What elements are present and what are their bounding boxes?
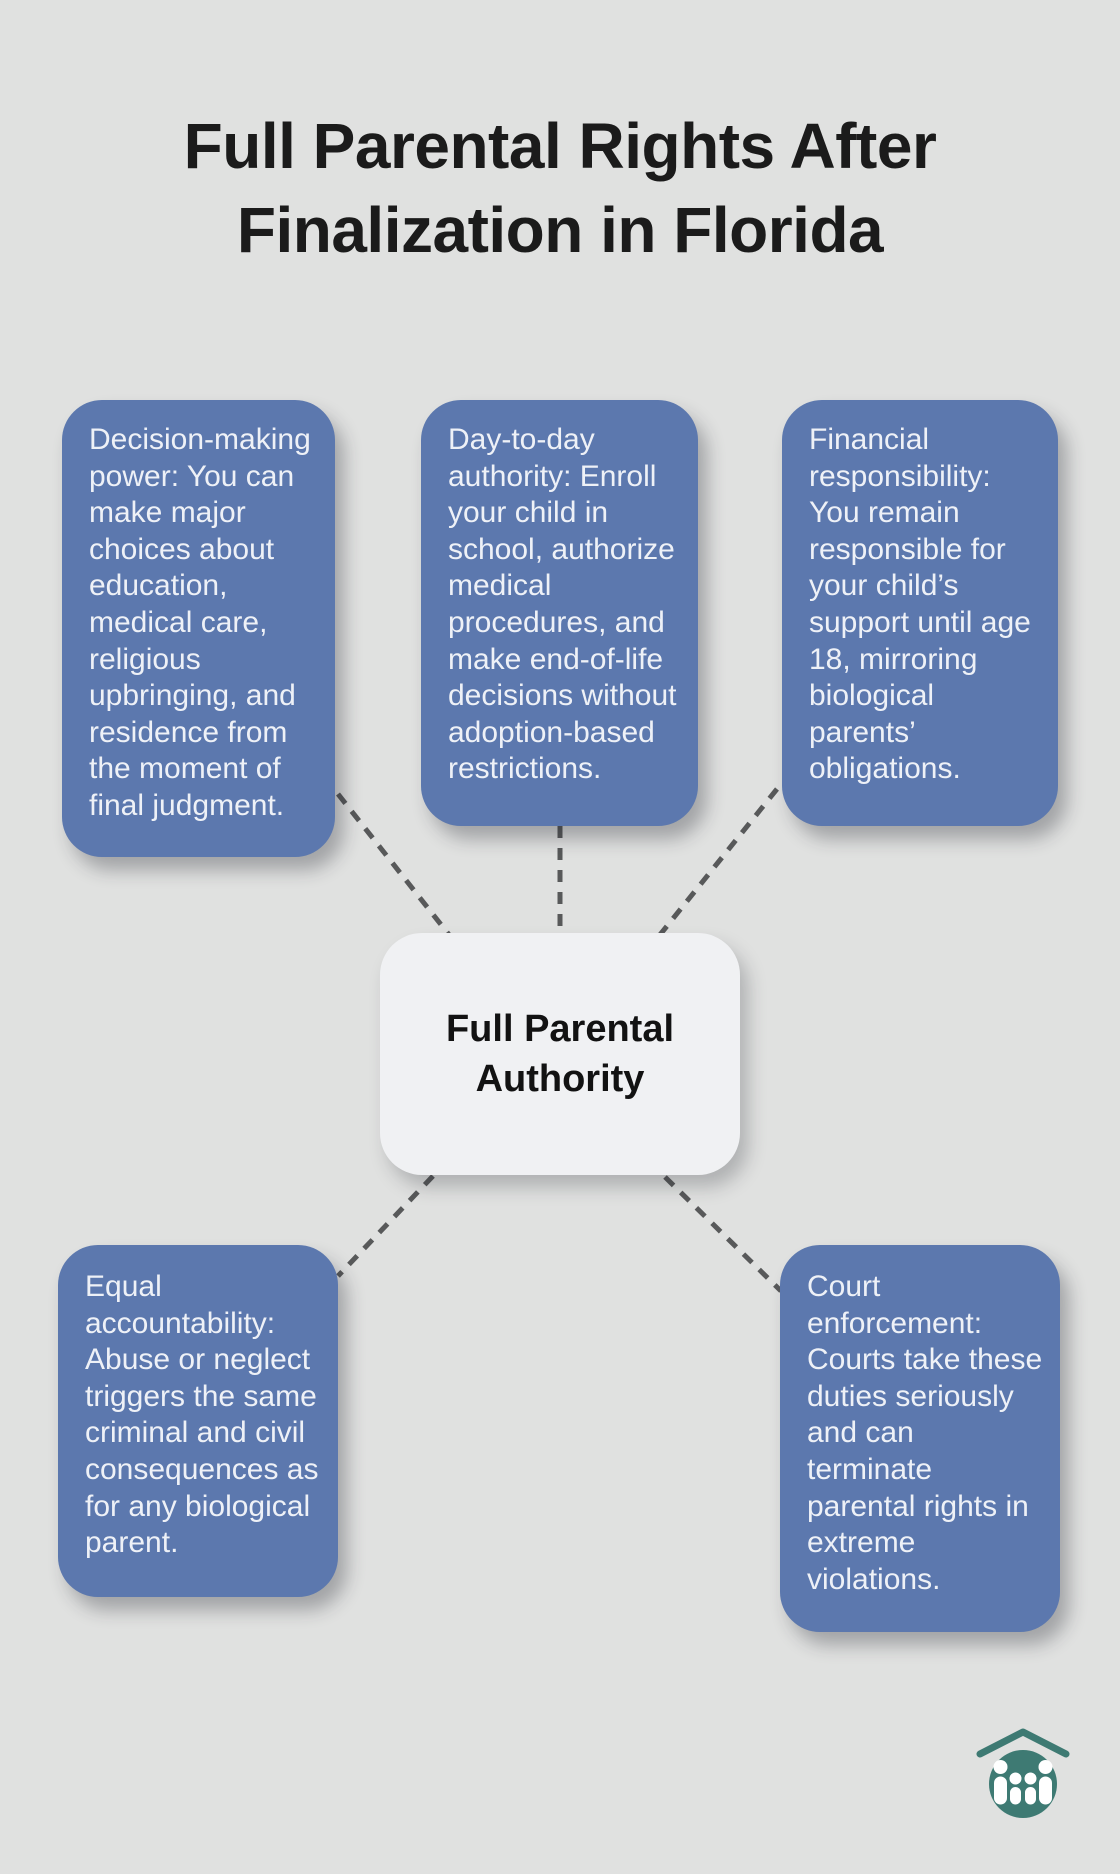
connector-hub-to-court-enforcement bbox=[663, 1175, 783, 1293]
spoke-card-financial: Financial responsibility: You remain res… bbox=[782, 400, 1058, 826]
logo-roof-icon bbox=[976, 1728, 1070, 1758]
main-title-line1: Full Parental Rights After bbox=[183, 110, 937, 182]
hub-card: Full Parental Authority bbox=[380, 933, 740, 1175]
family-home-logo bbox=[976, 1728, 1070, 1818]
spoke-text-day-to-day: Day-to-day authority: Enroll your child … bbox=[448, 423, 677, 786]
connector-hub-to-equal-accountability bbox=[336, 1174, 435, 1278]
spoke-card-court-enforcement: Court enforcement: Courts take these dut… bbox=[780, 1245, 1060, 1632]
hub-title-line2: Authority bbox=[475, 1058, 645, 1100]
spoke-text-decision-making: Decision-making power: You can make majo… bbox=[89, 423, 311, 822]
spoke-card-decision-making: Decision-making power: You can make majo… bbox=[62, 400, 335, 857]
main-title: Full Parental Rights After Finalization … bbox=[0, 104, 1120, 272]
spoke-text-court-enforcement: Court enforcement: Courts take these dut… bbox=[807, 1270, 1043, 1596]
connector-hub-to-financial bbox=[657, 787, 779, 938]
spoke-card-day-to-day: Day-to-day authority: Enroll your child … bbox=[421, 400, 698, 826]
hub-title-line1: Full Parental bbox=[445, 1008, 675, 1050]
main-title-line2: Finalization in Florida bbox=[236, 194, 884, 266]
logo-family-figures-icon bbox=[993, 1760, 1053, 1805]
connector-hub-to-decision-making bbox=[336, 792, 452, 938]
spoke-text-equal-accountability: Equal accountability: Abuse or neglect t… bbox=[85, 1270, 319, 1560]
spoke-text-financial: Financial responsibility: You remain res… bbox=[809, 423, 1031, 786]
spoke-card-equal-accountability: Equal accountability: Abuse or neglect t… bbox=[58, 1245, 338, 1597]
hub-title: Full Parental Authority bbox=[446, 1004, 674, 1104]
